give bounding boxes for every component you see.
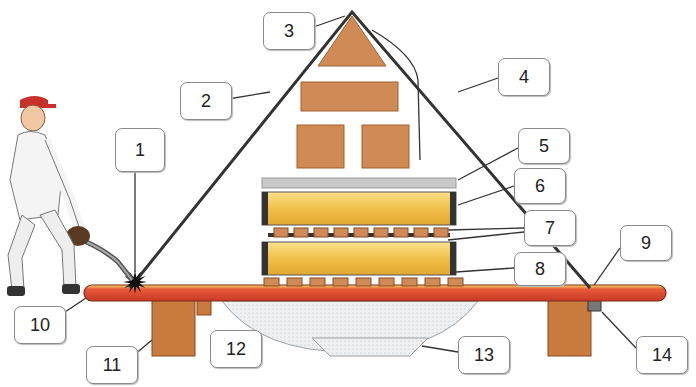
callout-number: 5 [518, 128, 570, 164]
base-plate [84, 285, 666, 301]
grey-plate [262, 178, 456, 188]
pad [402, 278, 417, 286]
block [301, 82, 398, 111]
callout-number: 9 [620, 225, 672, 261]
pad [448, 278, 463, 286]
callout-number: 11 [86, 346, 138, 384]
pad [379, 278, 394, 286]
callout-number: 6 [514, 168, 566, 204]
leg [152, 300, 195, 356]
pad [294, 228, 308, 237]
pad [310, 278, 325, 286]
callout-number: 2 [180, 82, 232, 120]
yellow-block [262, 242, 456, 275]
pad [394, 228, 408, 237]
callout-number: 3 [263, 12, 315, 50]
pad [334, 228, 348, 237]
pad [314, 228, 328, 237]
pad [356, 278, 371, 286]
player-figure [7, 96, 132, 296]
callout-number: 8 [514, 252, 566, 286]
pad [354, 228, 368, 237]
callout-number: 14 [636, 336, 688, 374]
pyramid-frame [130, 12, 590, 288]
pad [434, 228, 448, 237]
yellow-block [262, 192, 456, 225]
callout-number: 7 [524, 210, 576, 246]
callout-number: 13 [458, 336, 510, 374]
pad [287, 278, 302, 286]
callout-number: 10 [14, 306, 66, 344]
lower-lens [312, 338, 428, 356]
callout-number: 4 [498, 58, 550, 96]
leader-lines [56, 16, 636, 360]
pad [374, 228, 388, 237]
pad [264, 278, 279, 286]
block [297, 125, 344, 168]
leg [548, 300, 591, 356]
small-block [197, 300, 211, 315]
pad [274, 228, 288, 237]
callout-number: 12 [210, 330, 262, 368]
pads [264, 228, 463, 286]
pad [425, 278, 440, 286]
pad [414, 228, 428, 237]
callout-number: 1 [115, 128, 165, 172]
pad [333, 278, 348, 286]
block [362, 125, 409, 168]
